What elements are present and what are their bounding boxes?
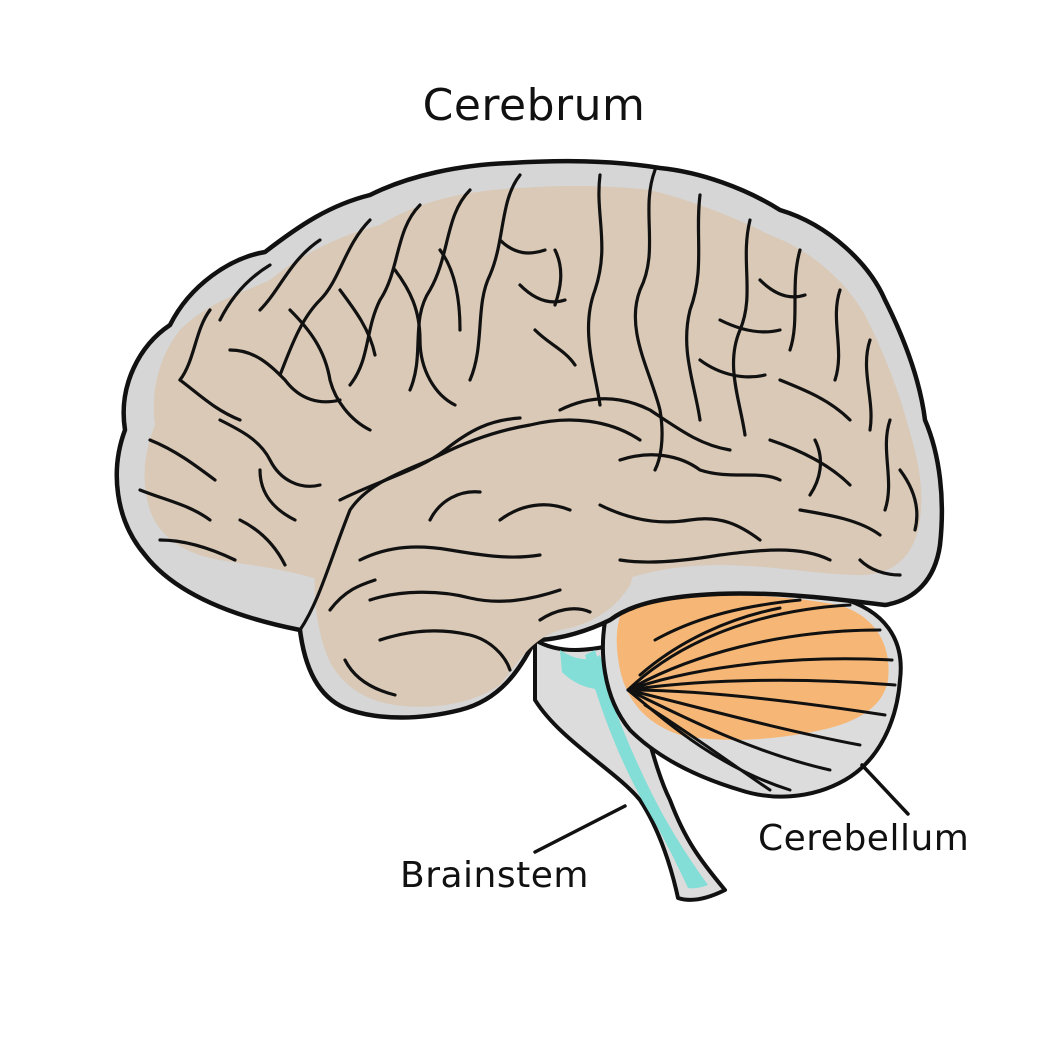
brainstem-pointer-line [533,804,627,854]
cerebellum-pointer-line [860,763,910,816]
cerebellum-label: Cerebellum [758,818,970,859]
cerebellum-shape [600,586,903,799]
cerebrum-shape [114,158,945,720]
brainstem-label: Brainstem [400,855,589,896]
cerebrum-label: Cerebrum [422,80,646,131]
